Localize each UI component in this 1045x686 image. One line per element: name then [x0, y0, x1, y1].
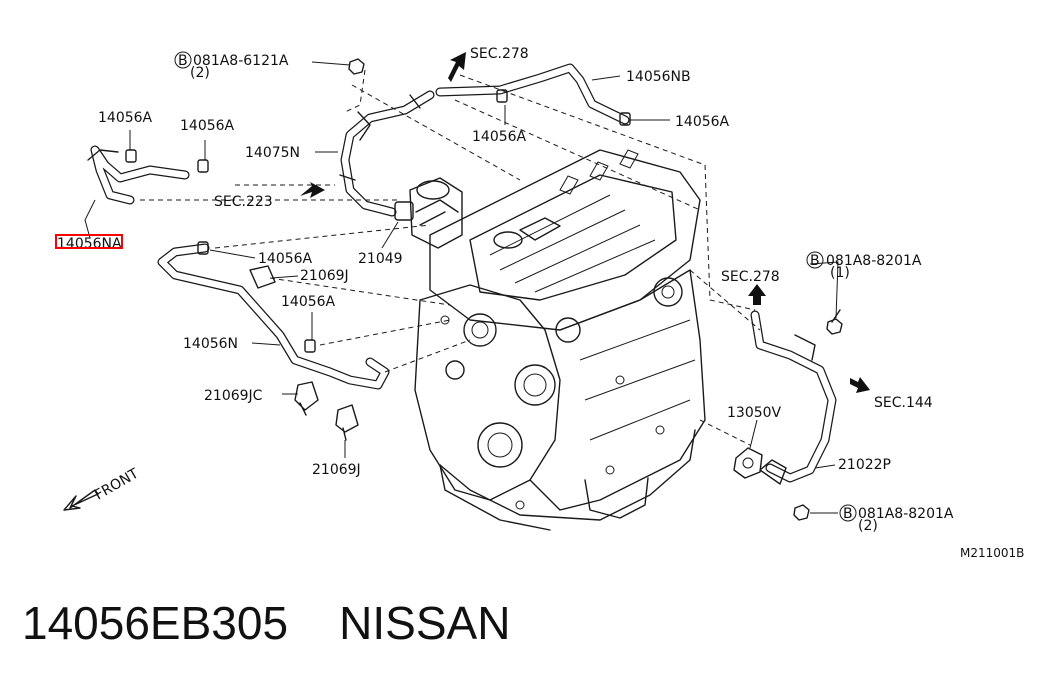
label-bolt-right: 081A8-8201A [826, 253, 922, 269]
label-clip-21069j-upper: 21069J [300, 268, 349, 284]
label-pipe-14075n: 14075N [245, 145, 300, 161]
label-gasket-13050v: 13050V [727, 405, 782, 421]
bolts [348, 58, 843, 521]
water-pipe-14075n [339, 90, 435, 221]
label-sec278-top: SEC.278 [470, 46, 529, 62]
label-clamp-14056a-6: 14056A [281, 294, 336, 310]
label-clamp-14056a-5: 14056A [258, 251, 313, 267]
footer-part-number: 14056EB305 [22, 597, 289, 649]
label-bolt-right-qty: (1) [830, 265, 850, 281]
label-clamp-14056a-4: 14056A [472, 129, 527, 145]
label-bolt-top: 081A8-6121A [193, 53, 289, 69]
direction-arrows [300, 52, 870, 393]
front-direction-indicator: FRONT [63, 465, 142, 511]
bolt-marker-right [806, 251, 824, 269]
label-clip-21069j-lower: 21069J [312, 462, 361, 478]
footer-caption: 14056EB305 NISSAN [22, 596, 510, 650]
label-hose-14056n: 14056N [183, 336, 238, 352]
hose-clamps-14056a [125, 89, 631, 353]
label-clamp-14056a-3: 14056A [675, 114, 730, 130]
diagram-code: M211001B [960, 546, 1024, 560]
label-bolt-bottom-qty: (2) [858, 518, 878, 534]
hose-14056n [157, 243, 390, 390]
label-bolt-bottom: 081A8-8201A [858, 506, 954, 522]
pipe-21022p [750, 310, 837, 485]
label-pipe-21022p: 21022P [838, 457, 891, 473]
highlight-box-14056na [55, 234, 123, 249]
bolt-marker-bottom-letter: B [843, 506, 853, 522]
label-clamp-14056a-1: 14056A [98, 110, 153, 126]
leader-lines [84, 61, 839, 514]
footer-brand: NISSAN [339, 597, 511, 649]
label-hose-14056na-highlighted: 14056NA [57, 236, 122, 252]
bolt-marker-right-letter: B [810, 253, 820, 269]
hose-14056na [87, 145, 190, 205]
hose-14056nb [435, 63, 630, 125]
bolt-marker-bottom [839, 504, 857, 522]
label-sec223: SEC.223 [214, 194, 273, 210]
label-bolt-top-qty: (2) [190, 65, 210, 81]
gasket-13050v [733, 447, 763, 479]
bolt-marker-top [174, 51, 192, 69]
label-clamp-14056a-2: 14056A [180, 118, 235, 134]
label-clip-21069jc: 21069JC [204, 388, 263, 404]
engine-block-drawing [409, 149, 706, 531]
front-label: FRONT [92, 465, 142, 503]
label-sec144: SEC.144 [874, 395, 933, 411]
clips [249, 265, 359, 441]
dashed-guide-lines [140, 69, 761, 446]
bolt-marker-top-letter: B [178, 53, 188, 69]
label-sec278-right: SEC.278 [721, 269, 780, 285]
label-hose-14056nb: 14056NB [626, 69, 691, 85]
label-part-21049: 21049 [358, 251, 403, 267]
